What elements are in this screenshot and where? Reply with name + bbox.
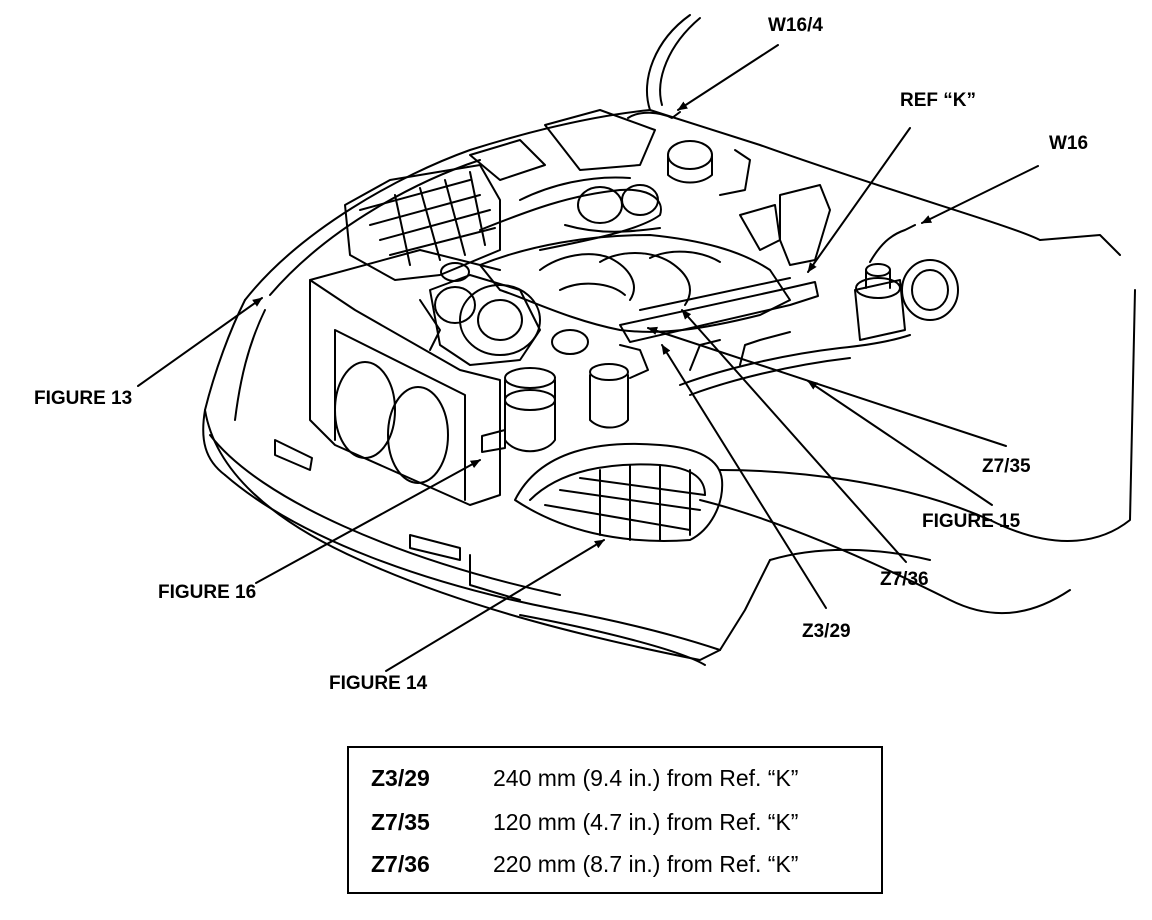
arrow-figure-14 (385, 539, 605, 672)
label-ref-k: REF “K” (900, 90, 976, 111)
label-z7-35: Z7/35 (982, 456, 1031, 477)
arrow-z7-35 (647, 326, 1007, 447)
arrow-figure-13 (137, 297, 263, 387)
legend-code: Z7/36 (371, 851, 430, 877)
engine-assembly (419, 109, 959, 453)
label-z7-36: Z7/36 (880, 569, 929, 590)
label-figure-13: FIGURE 13 (34, 388, 133, 409)
label-figure-16: FIGURE 16 (158, 582, 257, 603)
distance-legend: Z3/29 240 mm (9.4 in.) from Ref. “K” Z7/… (347, 746, 883, 894)
arrow-w16-4 (677, 44, 779, 111)
radiator-assembly (309, 249, 506, 506)
legend-code: Z7/35 (371, 809, 430, 835)
legend-code: Z3/29 (371, 765, 430, 791)
arrow-z3-29 (661, 344, 827, 609)
label-w16: W16 (1049, 133, 1089, 154)
label-figure-14: FIGURE 14 (329, 673, 428, 694)
arrow-ref-k (807, 127, 911, 273)
arrow-figure-15 (807, 380, 993, 506)
arrow-figure-16 (255, 459, 481, 584)
air-cleaner-box (344, 164, 501, 281)
headlamp (514, 442, 724, 542)
arrow-z7-36 (681, 309, 907, 563)
legend-text: 120 mm (4.7 in.) from Ref. “K” (493, 809, 799, 835)
arrow-w16 (921, 165, 1039, 224)
legend-text: 220 mm (8.7 in.) from Ref. “K” (493, 851, 799, 877)
leader-arrows (137, 44, 1039, 672)
label-figure-15: FIGURE 15 (922, 511, 1021, 532)
car-body-outline (202, 14, 1136, 666)
ground-wires (627, 111, 916, 263)
label-z3-29: Z3/29 (802, 621, 851, 642)
label-w16-4: W16/4 (768, 15, 823, 36)
legend-text: 240 mm (9.4 in.) from Ref. “K” (493, 765, 799, 791)
